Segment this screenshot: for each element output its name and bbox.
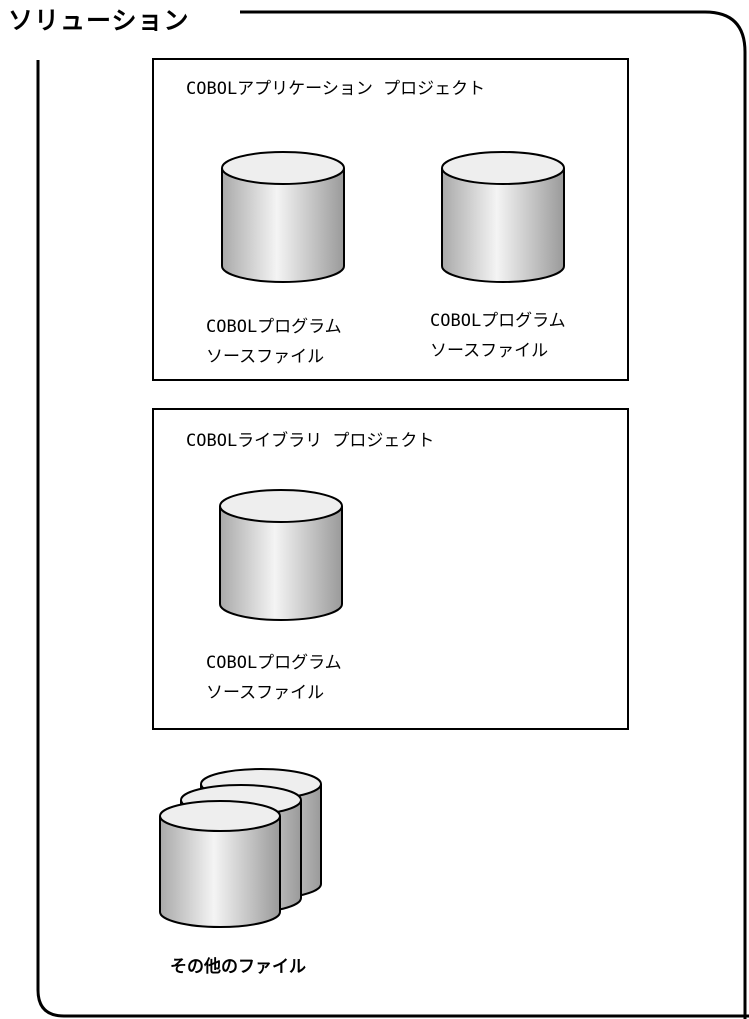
other-files-stack-icon — [159, 768, 322, 928]
application-project-title: COBOLアプリケーション プロジェクト — [186, 79, 486, 99]
source-file-caption: COBOLプログラム ソースファイル — [206, 648, 342, 708]
solution-title: ソリューション — [8, 4, 198, 38]
caption-line2: ソースファイル — [206, 347, 325, 367]
source-file-cylinder-icon — [219, 489, 343, 621]
source-file-cylinder-icon — [441, 151, 565, 283]
other-files-label: その他のファイル — [170, 957, 306, 977]
caption-line1: COBOLプログラム — [206, 653, 342, 673]
caption-line1: COBOLプログラム — [206, 317, 342, 337]
source-file-caption: COBOLプログラム ソースファイル — [206, 312, 342, 372]
caption-line1: COBOLプログラム — [430, 311, 566, 331]
source-file-cylinder-icon — [221, 151, 345, 283]
library-project-title: COBOLライブラリ プロジェクト — [186, 431, 435, 451]
source-file-caption: COBOLプログラム ソースファイル — [430, 306, 566, 366]
caption-line2: ソースファイル — [430, 341, 549, 361]
caption-line2: ソースファイル — [206, 683, 325, 703]
